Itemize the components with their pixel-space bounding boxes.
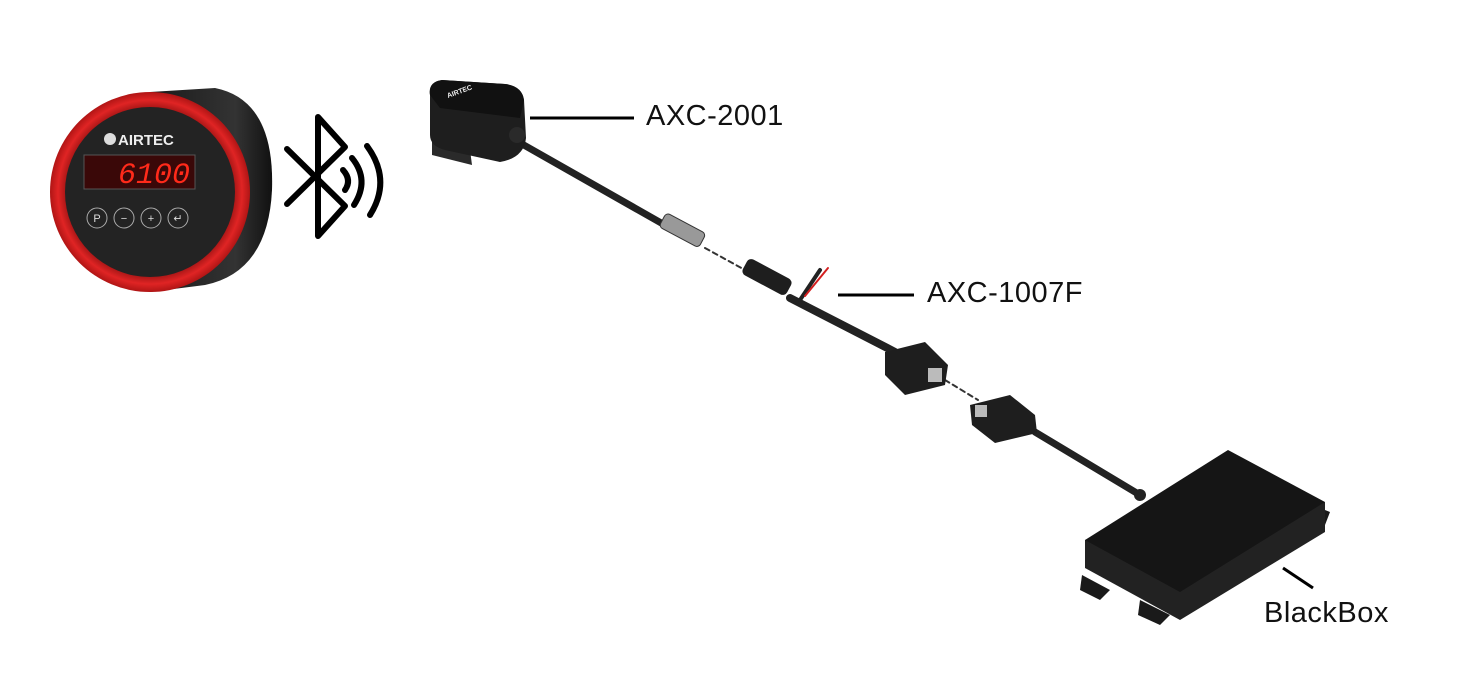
gauge-display <box>83 154 196 190</box>
gauge-face <box>65 107 235 277</box>
m12-female-connector <box>742 259 792 295</box>
bluetooth-wireless-icon <box>284 114 384 239</box>
axc-2001-sensor: AIRTEC <box>429 80 526 165</box>
m12-male-connector <box>659 213 706 247</box>
svg-text:↵: ↵ <box>173 213 182 225</box>
airtec-logo-icon <box>104 133 116 145</box>
gauge-display-value: 6100 <box>118 159 190 193</box>
blackbox-device <box>1080 450 1330 625</box>
gauge-button-enter[interactable] <box>167 207 189 229</box>
pressure-gauge: AIRTEC 6100 P − + ↵ <box>50 88 273 292</box>
gauge-button-plus[interactable] <box>140 207 162 229</box>
cables <box>511 136 1144 499</box>
gauge-button-p[interactable] <box>86 207 108 229</box>
leader-line-blackbox <box>1282 566 1314 590</box>
gauge-button-minus[interactable] <box>113 207 135 229</box>
dsub-connector-male <box>970 395 1037 443</box>
red-wire <box>804 267 829 297</box>
label-axc-1007f: AXC-1007F <box>927 277 1084 309</box>
svg-text:P: P <box>93 213 100 225</box>
label-axc-2001: AXC-2001 <box>646 100 784 132</box>
gauge-brand: AIRTEC <box>118 132 174 149</box>
label-blackbox: BlackBox <box>1264 597 1389 629</box>
dsub-connector-female <box>885 342 948 395</box>
svg-text:+: + <box>148 213 154 225</box>
gauge-buttons: P − + ↵ <box>86 207 189 229</box>
svg-text:−: − <box>121 213 127 225</box>
